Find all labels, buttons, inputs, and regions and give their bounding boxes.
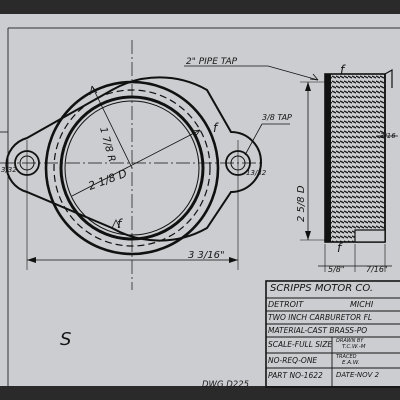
traced-by-label: TRACED [336, 354, 357, 360]
company-state: MICHI [350, 300, 374, 309]
finish-mark-1: f [213, 121, 219, 135]
material: MATERIAL-CAST BRASS-PO [268, 326, 368, 335]
finish-mark-3: f [340, 63, 346, 77]
company-city: DETROIT [268, 300, 304, 309]
side-7-16-label: 7/16" [366, 265, 388, 274]
finish-mark-4: f [337, 241, 343, 255]
part-number: PART NO-1622 [268, 371, 323, 380]
margin-mark: S [60, 329, 71, 350]
flange-front-view [0, 40, 290, 290]
drawing-date: DATE-NOV 2 [336, 371, 380, 379]
scale: SCALE-FULL SIZE [268, 340, 333, 349]
drawn-by-initials: T.C.W.-M [342, 344, 366, 350]
bore-diameter-label: 2 1/8 D [87, 167, 129, 193]
hole-diameter-label: 13/32 [246, 169, 267, 177]
part-name: TWO INCH CARBURETOR FL [268, 313, 373, 322]
traced-by-initials: E.A.W. [342, 360, 360, 366]
drawing-number: DWG D225 [202, 380, 250, 390]
side-5-8-label: 5/8" [328, 265, 345, 274]
title-block: SCRIPPS MOTOR CO. DETROIT MICHI TWO INCH… [266, 281, 400, 387]
flange-side-section [184, 65, 398, 272]
pipe-tap-label: 2" PIPE TAP [186, 57, 238, 67]
title-block-grid [265, 280, 400, 388]
required-qty: NO-REQ-ONE [268, 356, 318, 365]
finish-mark-2: f [117, 217, 123, 231]
side-height-label: 2 5/8 D [296, 185, 307, 222]
small-tap-label: 3/8 TAP [262, 113, 292, 122]
drawn-by-label: DRAWN BY [336, 338, 364, 344]
company-name: SCRIPPS MOTOR CO. [270, 283, 374, 294]
overall-width-label: 3 3/16" [188, 250, 225, 261]
left-hole-label: 3/32 [1, 166, 17, 174]
side-3-16-label: 3/16 [380, 132, 396, 140]
